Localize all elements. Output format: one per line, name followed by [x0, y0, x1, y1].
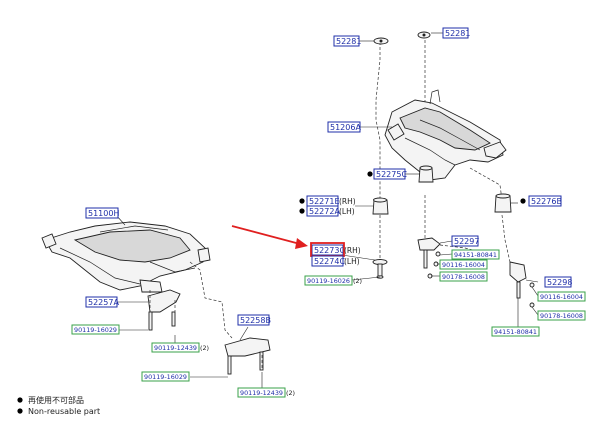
- svg-text:(2): (2): [353, 277, 362, 285]
- bracket-52298: [509, 261, 535, 308]
- svg-text:90119-16029: 90119-16029: [74, 326, 117, 334]
- svg-text:(RH): (RH): [344, 246, 361, 255]
- fastener-90178-16008-a[interactable]: 90178-16008: [439, 271, 488, 282]
- label-52274c[interactable]: 52274C (LH): [311, 255, 360, 267]
- svg-text:52275C: 52275C: [376, 170, 407, 179]
- label-52257a[interactable]: 52257A: [85, 296, 119, 308]
- bushing-52275c: [418, 165, 434, 183]
- fastener-90119-16029-a[interactable]: 90119-16029: [71, 324, 120, 335]
- label-52271e[interactable]: 52271E (RH): [299, 195, 356, 207]
- legend: 再使用不可部品 Non-reusable part: [17, 395, 100, 416]
- svg-text:(RH): (RH): [339, 197, 356, 206]
- svg-text:(2): (2): [200, 344, 209, 352]
- svg-text:52258B: 52258B: [240, 316, 271, 325]
- bracket-52258b: [224, 337, 271, 375]
- svg-text:90116-16004: 90116-16004: [540, 293, 583, 301]
- svg-text:90178-16008: 90178-16008: [540, 312, 583, 320]
- legend-text-zh: 再使用不可部品: [28, 395, 84, 405]
- svg-text:94151-80841: 94151-80841: [454, 251, 497, 259]
- fastener-90119-12439-b[interactable]: 90119-12439 (2): [237, 387, 295, 398]
- label-52281-left[interactable]: 52281: [333, 35, 361, 47]
- non-reusable-bullet: [299, 208, 305, 214]
- bracket-52297: [417, 237, 441, 279]
- svg-text:94151-80841: 94151-80841: [494, 328, 537, 336]
- label-52298[interactable]: 52298: [544, 276, 572, 288]
- fastener-90119-16029-b[interactable]: 90119-16029: [141, 371, 190, 382]
- svg-text:90116-16004: 90116-16004: [442, 261, 485, 269]
- label-52281-right[interactable]: 52281: [442, 27, 470, 39]
- svg-text:52272A: 52272A: [309, 207, 340, 216]
- svg-text:52281: 52281: [336, 37, 361, 46]
- bushing-52276b: [494, 193, 512, 213]
- svg-text:(LH): (LH): [339, 207, 355, 216]
- svg-text:52276B: 52276B: [531, 197, 562, 206]
- svg-text:90119-16029: 90119-16029: [144, 373, 187, 381]
- svg-text:51100H: 51100H: [88, 209, 119, 218]
- svg-text:52297: 52297: [454, 237, 479, 246]
- front-subframe-assembly: [41, 214, 271, 388]
- svg-text:52274C: 52274C: [314, 257, 345, 266]
- svg-text:90119-12439: 90119-12439: [240, 389, 283, 397]
- label-52272a[interactable]: 52272A (LH): [299, 205, 355, 217]
- fastener-90119-16026[interactable]: 90119-16026 (2): [304, 275, 362, 286]
- svg-text:52281: 52281: [445, 29, 470, 38]
- svg-text:90119-12439: 90119-12439: [154, 344, 197, 352]
- non-reusable-bullet: [520, 198, 526, 204]
- label-52258b[interactable]: 52258B: [237, 314, 271, 326]
- label-51100h[interactable]: 51100H: [85, 207, 119, 219]
- legend-bullet-zh: [17, 397, 23, 403]
- svg-text:90178-16008: 90178-16008: [442, 273, 485, 281]
- svg-text:52298: 52298: [547, 278, 572, 287]
- label-52297[interactable]: 52297: [451, 235, 479, 247]
- svg-text:52273C: 52273C: [314, 246, 345, 255]
- label-51206a[interactable]: 51206A: [327, 121, 361, 133]
- non-reusable-bullet: [367, 171, 373, 177]
- fastener-90116-16004-b[interactable]: 90116-16004: [537, 291, 586, 302]
- fastener-90119-12439-a[interactable]: 90119-12439 (2): [151, 342, 209, 353]
- svg-text:52271E: 52271E: [309, 197, 340, 206]
- label-52276b[interactable]: 52276B: [520, 195, 562, 207]
- bracket-52257a: [147, 289, 181, 331]
- label-52273c-highlighted[interactable]: 52273C (RH): [310, 242, 361, 257]
- svg-text:(LH): (LH): [344, 257, 360, 266]
- fastener-94151-80841-b[interactable]: 94151-80841: [491, 326, 540, 337]
- legend-text-en: Non-reusable part: [28, 407, 100, 416]
- stopper-52273c: [372, 259, 388, 279]
- legend-bullet-en: [17, 408, 23, 414]
- svg-text:(2): (2): [286, 389, 295, 397]
- red-pointer-arrow: [231, 225, 308, 249]
- svg-text:90119-16026: 90119-16026: [307, 277, 350, 285]
- fastener-90178-16008-b[interactable]: 90178-16008: [537, 310, 586, 321]
- fastener-90116-16004-a[interactable]: 90116-16004: [439, 259, 488, 270]
- fastener-94151-80841-a[interactable]: 94151-80841: [451, 249, 500, 260]
- rear-subframe-assembly: [341, 31, 539, 327]
- label-52275c[interactable]: 52275C: [367, 168, 407, 180]
- svg-text:51206A: 51206A: [330, 123, 361, 132]
- svg-text:52257A: 52257A: [88, 298, 119, 307]
- bushing-52271e: [372, 197, 389, 215]
- non-reusable-bullet: [299, 198, 305, 204]
